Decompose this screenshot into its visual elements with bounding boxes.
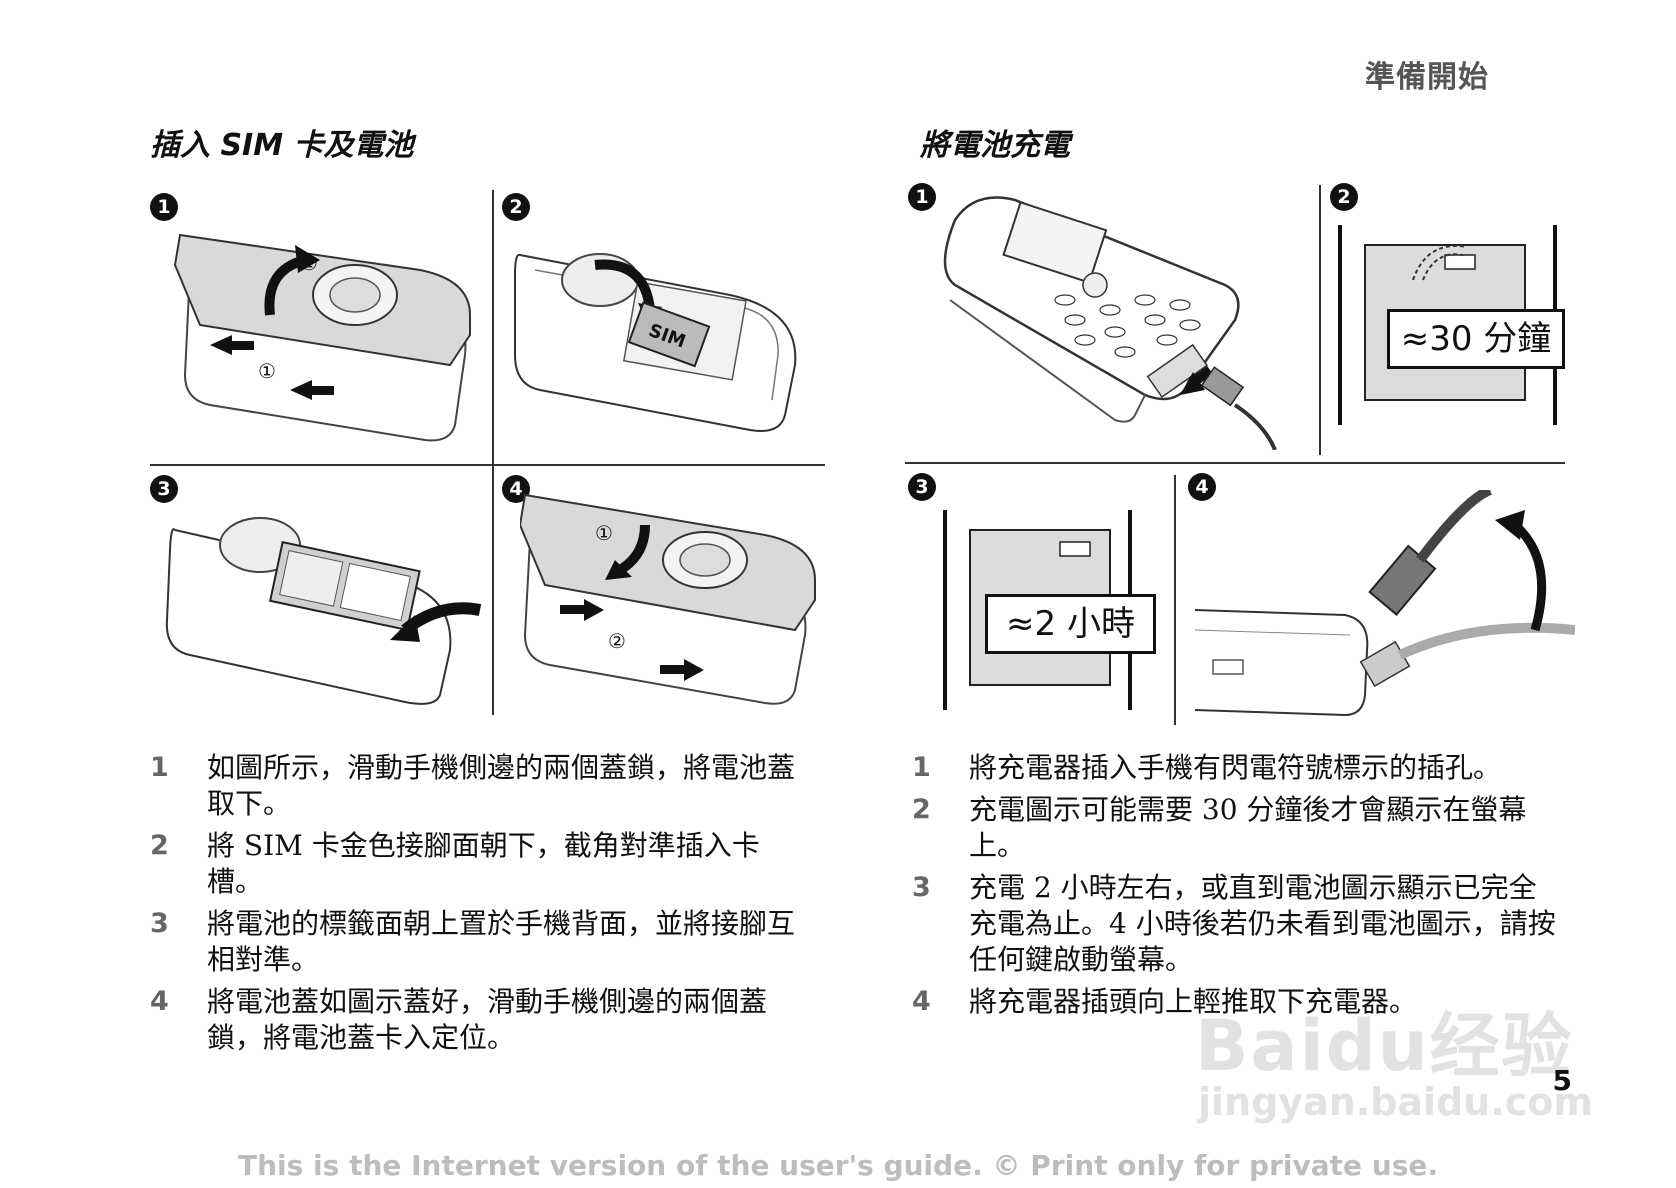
illustration-insert-battery — [165, 517, 482, 705]
section-header: 準備開始 — [1365, 60, 1489, 95]
right-panel-3-badge: 3 — [908, 473, 936, 501]
right-grid-lines — [905, 185, 1565, 725]
callout-30-minutes: ≈30 分鐘 — [1387, 309, 1565, 369]
illustration-remove-cover: ② ① — [173, 233, 471, 442]
callout-2-hours: ≈2 小時 — [985, 594, 1156, 654]
page-number: 5 — [1552, 1064, 1572, 1097]
watermark-url: jingyan.baidu.com — [1198, 1080, 1593, 1124]
footer-notice: This is the Internet version of the user… — [238, 1149, 1438, 1182]
illustration-phone-charger — [943, 196, 1277, 450]
left-panel-2-badge: 2 — [502, 193, 530, 221]
left-grid-lines — [150, 190, 825, 715]
sim-battery-title: 插入 SIM 卡及電池 — [150, 128, 414, 163]
circled-two-marker: ② — [608, 629, 626, 653]
watermark-brand: Baidu经验 — [1195, 1005, 1574, 1087]
illustration-close-cover: ① ② — [520, 493, 816, 705]
right-panel-1-badge: 1 — [908, 183, 936, 211]
circled-one-marker: ① — [258, 359, 276, 383]
illustration-insert-sim: SIM — [514, 253, 797, 432]
left-panel-3-badge: 3 — [150, 475, 178, 503]
circled-one-marker: ① — [595, 521, 613, 545]
right-panel-2-badge: 2 — [1330, 183, 1358, 211]
left-panel-1-badge: 1 — [150, 193, 178, 221]
right-panel-4-badge: 4 — [1188, 473, 1216, 501]
charging-title: 將電池充電 — [920, 128, 1070, 163]
circled-two-marker: ② — [300, 251, 318, 275]
illustration-remove-charger — [1195, 490, 1575, 717]
